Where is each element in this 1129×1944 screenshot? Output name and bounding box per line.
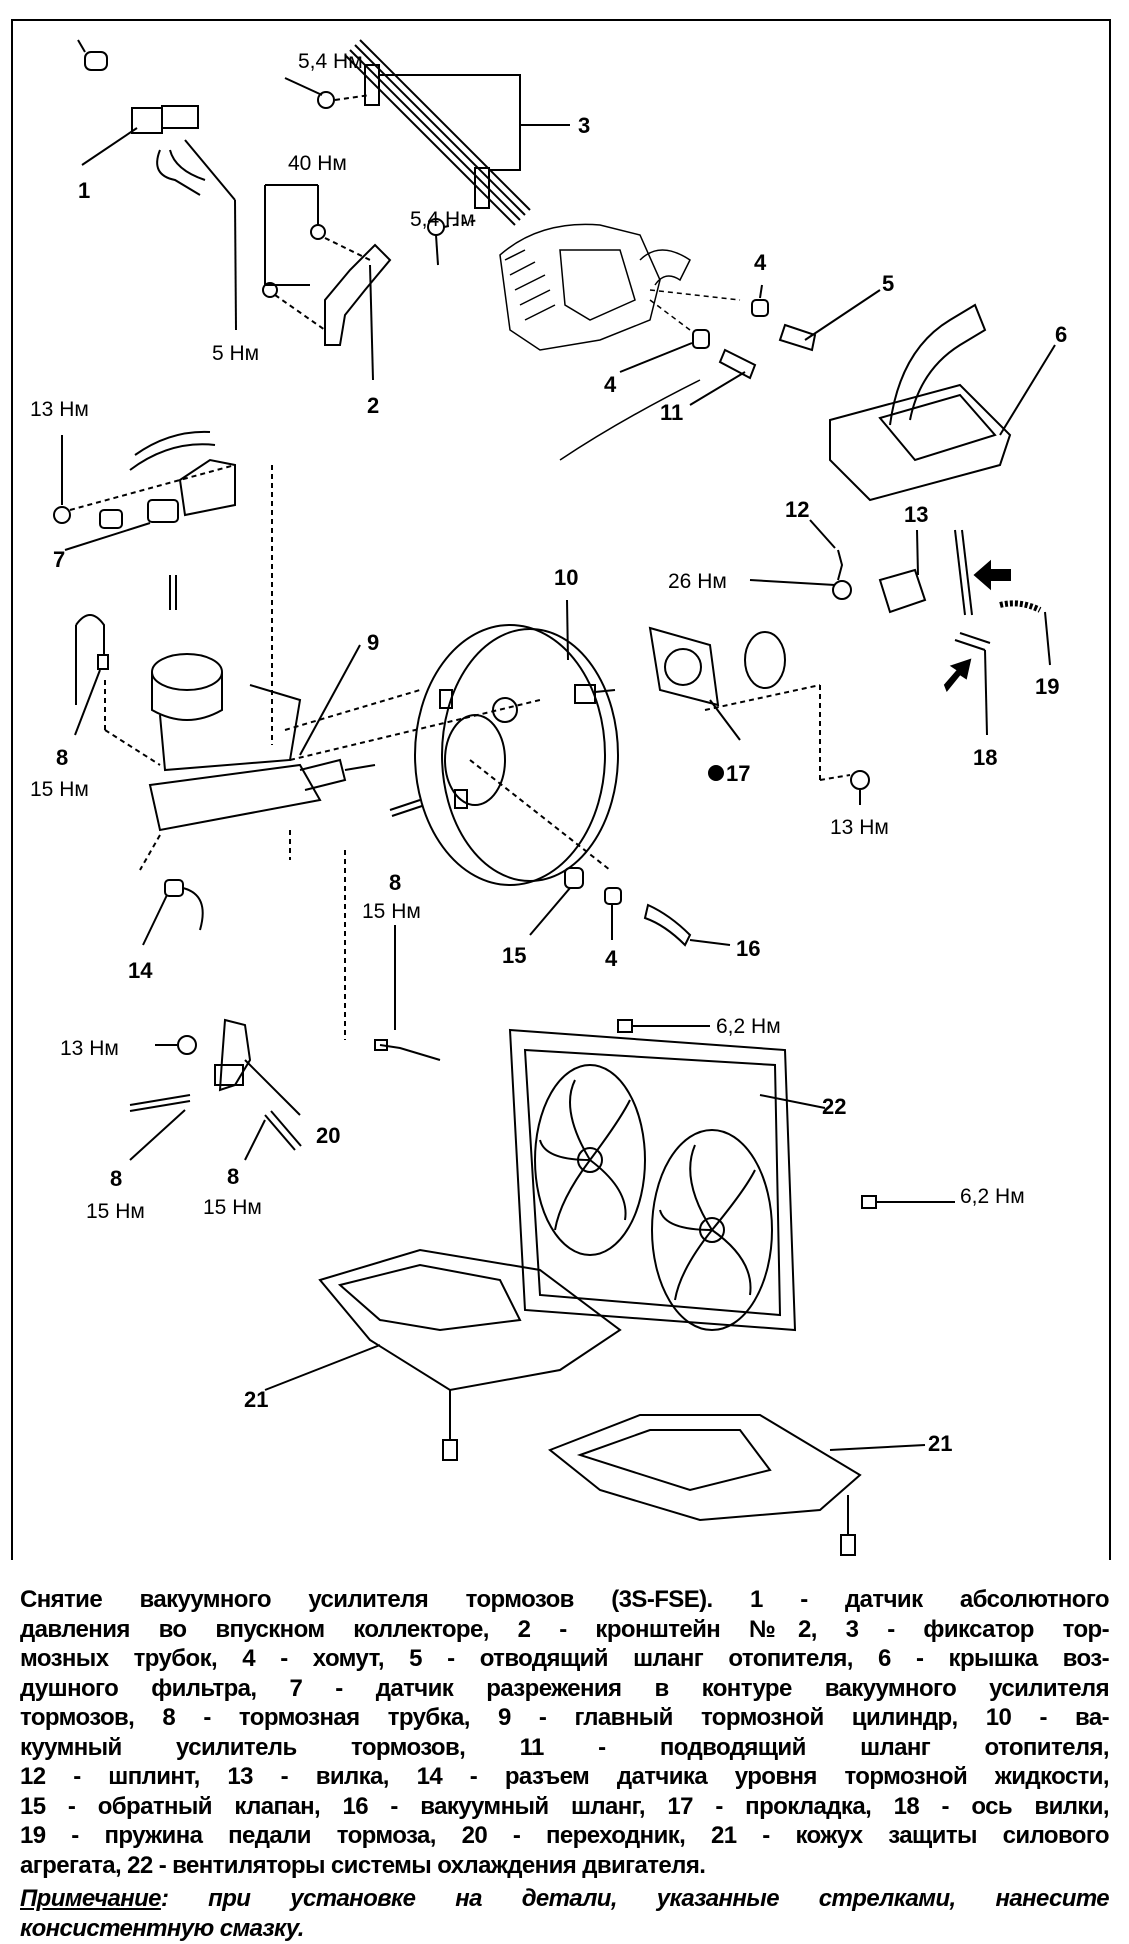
- parts-4-5-11-hoses: [619, 284, 881, 406]
- note-text: : при установке на детали, указанные стр…: [160, 1885, 1110, 1912]
- torque-label: 15 Нм: [362, 900, 421, 923]
- part-17-gasket: [648, 626, 851, 781]
- brake-pipes-8: [74, 669, 441, 1161]
- part-21-engine-covers: [264, 1248, 926, 1556]
- caption-line: душного фильтра, 7 - датчик разрежения в…: [20, 1674, 1110, 1702]
- torque-label: 13 Нм: [30, 398, 89, 421]
- callout-4: 4: [605, 946, 618, 971]
- torque-label: 15 Нм: [86, 1200, 145, 1223]
- callout-12: 12: [785, 497, 809, 522]
- callout-21: 21: [928, 1431, 952, 1456]
- diagram-frame: [11, 19, 1111, 1560]
- callout-8: 8: [389, 870, 401, 895]
- torque-label: 26 Нм: [668, 570, 727, 593]
- torque-label: 13 Нм: [60, 1037, 119, 1060]
- callout-14: 14: [128, 958, 153, 983]
- callout-11: 11: [660, 400, 683, 425]
- caption-line: давления во впускном коллекторе, 2 - кро…: [20, 1615, 1110, 1643]
- note-label: Примечание: [20, 1885, 162, 1912]
- exploded-diagram: 5,4 Нм 3 1 40 Нм 5,4 Нм 5 Нм 2 4 5 6 4 1…: [11, 19, 1111, 1560]
- torque-label: 5,4 Нм: [410, 208, 475, 231]
- part-22-cooling-fans: [508, 1019, 955, 1332]
- caption-line: Снятие вакуумного усилителя тормозов (3S…: [20, 1586, 1110, 1613]
- callout-13: 13: [904, 502, 928, 527]
- parts-15-16-check-valve: [529, 867, 731, 947]
- caption-line: мозных трубок, 4 - хомут, 5 - отводящий …: [20, 1645, 1110, 1672]
- caption-note: Примечание: при установке на детали, ука…: [20, 1884, 1110, 1914]
- torque-label: 15 Нм: [30, 778, 89, 801]
- callout-21: 21: [244, 1387, 268, 1412]
- figure-caption: Снятие вакуумного усилителя тормозов (3S…: [20, 1585, 1110, 1944]
- callout-4: 4: [604, 372, 617, 397]
- callout-3: 3: [578, 113, 590, 138]
- part-3-tube-clamp: [284, 39, 570, 266]
- callout-8: 8: [227, 1164, 239, 1189]
- callout-16: 16: [736, 936, 760, 961]
- callout-8: 8: [110, 1166, 122, 1191]
- caption-line: агрегата, 22 - вентиляторы системы охлаж…: [20, 1851, 706, 1879]
- callout-5: 5: [882, 271, 894, 296]
- callout-20: 20: [316, 1123, 340, 1148]
- torque-label: 15 Нм: [203, 1196, 262, 1219]
- caption-line: тормозов, 8 - тормозная трубка, 9 - глав…: [20, 1704, 1110, 1731]
- part-1-map-sensor: [77, 39, 237, 331]
- nut-26nm: [832, 580, 852, 600]
- callout-1: 1: [78, 178, 90, 203]
- part-6-air-filter-cover: [829, 303, 1056, 502]
- torque-label: 5,4 Нм: [298, 50, 363, 73]
- part-20-adapter: [155, 1018, 301, 1116]
- diagram-labels: 5,4 Нм 3 1 40 Нм 5,4 Нм 5 Нм 2 4 5 6 4 1…: [30, 50, 1067, 1456]
- caption-note-continued: консистентную смазку.: [20, 1915, 304, 1942]
- callout-18: 18: [973, 745, 997, 770]
- callout-8: 8: [56, 745, 68, 770]
- callout-22: 22: [822, 1094, 846, 1119]
- nut-13nm: [850, 770, 870, 790]
- engine-sketch: [499, 223, 741, 461]
- lubrication-dot-icon: [708, 765, 724, 781]
- callout-17: 17: [726, 761, 750, 786]
- callout-9: 9: [367, 630, 379, 655]
- torque-label: 5 Нм: [212, 342, 259, 365]
- torque-label: 6,2 Нм: [716, 1015, 781, 1038]
- part-9-master-cylinder: [75, 614, 541, 1040]
- part-14-connector: [142, 879, 204, 946]
- lube-arrow-icon: [973, 559, 1011, 591]
- part-2-bracket: [262, 184, 392, 381]
- caption-line: 12 - шплинт, 13 - вилка, 14 - разъем дат…: [20, 1763, 1110, 1790]
- part-10-brake-booster: [389, 599, 619, 886]
- caption-line: куумный усилитель тормозов, 11 - подводя…: [20, 1733, 1110, 1761]
- torque-label: 40 Нм: [288, 152, 347, 175]
- caption-line: 19 - пружина педали тормоза, 20 - перехо…: [20, 1822, 1110, 1849]
- callout-6: 6: [1055, 322, 1067, 347]
- callout-15: 15: [502, 943, 526, 968]
- callout-4: 4: [754, 250, 767, 275]
- part-7-vacuum-sensor: [53, 430, 273, 745]
- caption-line: 15 - обратный клапан, 16 - вакуумный шла…: [20, 1792, 1110, 1820]
- lube-arrow-icon: [943, 658, 972, 692]
- torque-label: 6,2 Нм: [960, 1185, 1025, 1208]
- callout-19: 19: [1035, 674, 1059, 699]
- parts-12-13-18-19: [809, 519, 1051, 736]
- callout-10: 10: [554, 565, 578, 590]
- torque-label: 13 Нм: [830, 816, 889, 839]
- callout-7: 7: [53, 547, 65, 572]
- callout-2: 2: [367, 393, 379, 418]
